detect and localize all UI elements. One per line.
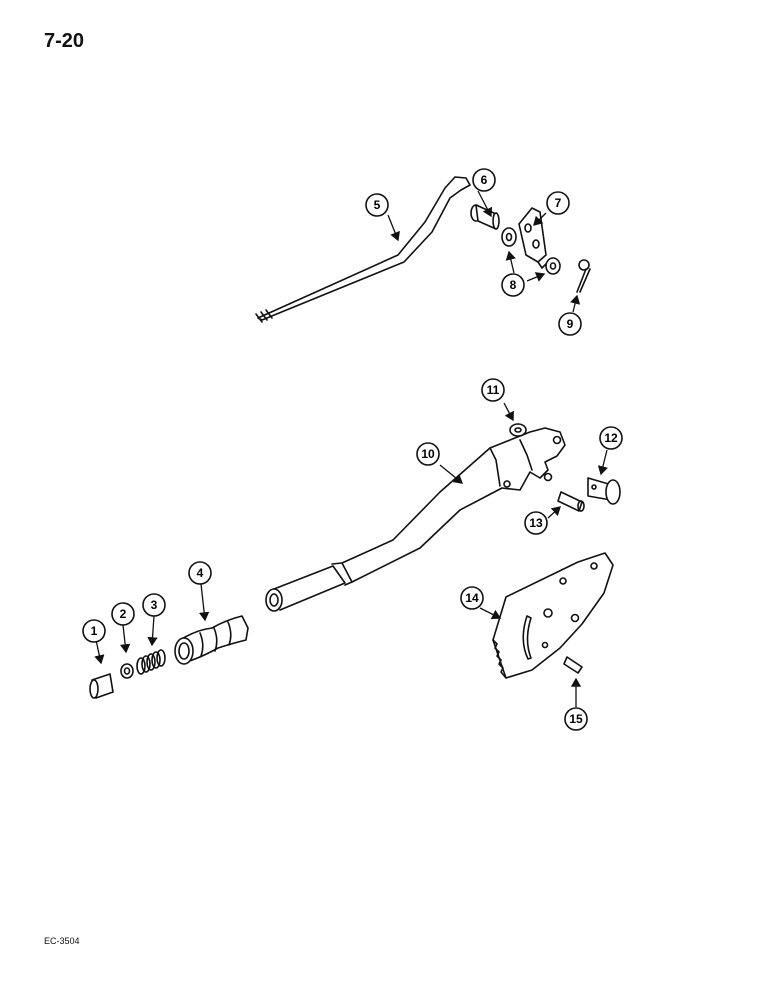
part-15-pin <box>563 656 583 674</box>
callout-label: 2 <box>120 607 127 621</box>
callout-label: 3 <box>151 598 158 612</box>
part-3-spring <box>136 649 166 675</box>
part-2-washer <box>120 663 134 679</box>
callout-label: 10 <box>421 447 435 461</box>
part-1-cap <box>89 673 114 699</box>
callout-3: 3 <box>142 593 166 617</box>
callout-label: 7 <box>555 196 562 210</box>
callout-4: 4 <box>188 561 212 585</box>
part-11-washer <box>509 423 527 437</box>
callout-label: 4 <box>197 566 204 580</box>
callout-label: 14 <box>465 591 479 605</box>
callout-6: 6 <box>472 168 496 192</box>
callout-label: 1 <box>91 624 98 638</box>
callout-label: 8 <box>510 278 517 292</box>
figure-reference-code: EC-3504 <box>44 936 80 946</box>
part-5-control-rod <box>255 176 471 323</box>
callout-1: 1 <box>82 619 106 643</box>
callout-5: 5 <box>365 193 389 217</box>
part-7-bracket <box>518 207 553 269</box>
callout-label: 12 <box>604 431 618 445</box>
callout-label: 9 <box>567 317 574 331</box>
part-12-clevis-pin <box>587 477 621 505</box>
callout-12: 12 <box>599 426 623 450</box>
callout-13: 13 <box>524 511 548 535</box>
callout-label: 15 <box>569 712 583 726</box>
part-8-washers <box>501 227 561 275</box>
callout-10: 10 <box>416 442 440 466</box>
callout-7: 7 <box>546 191 570 215</box>
part-6-pin <box>470 204 500 230</box>
page-number: 7-20 <box>44 30 85 52</box>
leader-lines <box>94 190 608 707</box>
callout-label: 13 <box>529 516 543 530</box>
callout-label: 11 <box>487 383 500 397</box>
part-4-grip <box>174 615 249 665</box>
callout-9: 9 <box>558 312 582 336</box>
callout-8: 8 <box>501 273 525 297</box>
callout-label: 5 <box>374 198 381 212</box>
callout-14: 14 <box>460 586 484 610</box>
callout-label: 6 <box>481 173 488 187</box>
part-14-ratchet-plate <box>492 552 614 679</box>
part-13-roll-pin <box>557 491 585 512</box>
callout-2: 2 <box>111 602 135 626</box>
callout-11: 11 <box>481 378 505 402</box>
callout-15: 15 <box>564 707 588 731</box>
part-10-lever <box>265 427 566 612</box>
part-9-cotter-pin <box>576 259 591 293</box>
